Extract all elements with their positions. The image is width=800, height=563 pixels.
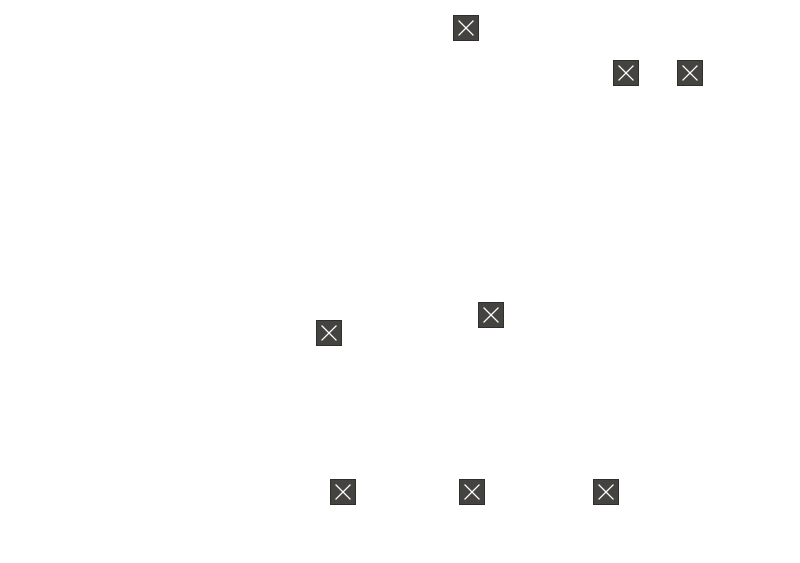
- close-button[interactable]: [459, 479, 485, 505]
- close-button[interactable]: [613, 60, 639, 86]
- close-icon: [598, 484, 614, 500]
- close-button[interactable]: [316, 320, 342, 346]
- close-icon: [483, 307, 499, 323]
- close-button[interactable]: [330, 479, 356, 505]
- close-icon: [335, 484, 351, 500]
- close-icon: [618, 65, 634, 81]
- close-button[interactable]: [677, 60, 703, 86]
- close-button[interactable]: [478, 302, 504, 328]
- close-icon: [464, 484, 480, 500]
- close-icon: [321, 325, 337, 341]
- close-icon: [682, 65, 698, 81]
- close-button[interactable]: [593, 479, 619, 505]
- close-icon: [458, 20, 474, 36]
- close-button[interactable]: [453, 15, 479, 41]
